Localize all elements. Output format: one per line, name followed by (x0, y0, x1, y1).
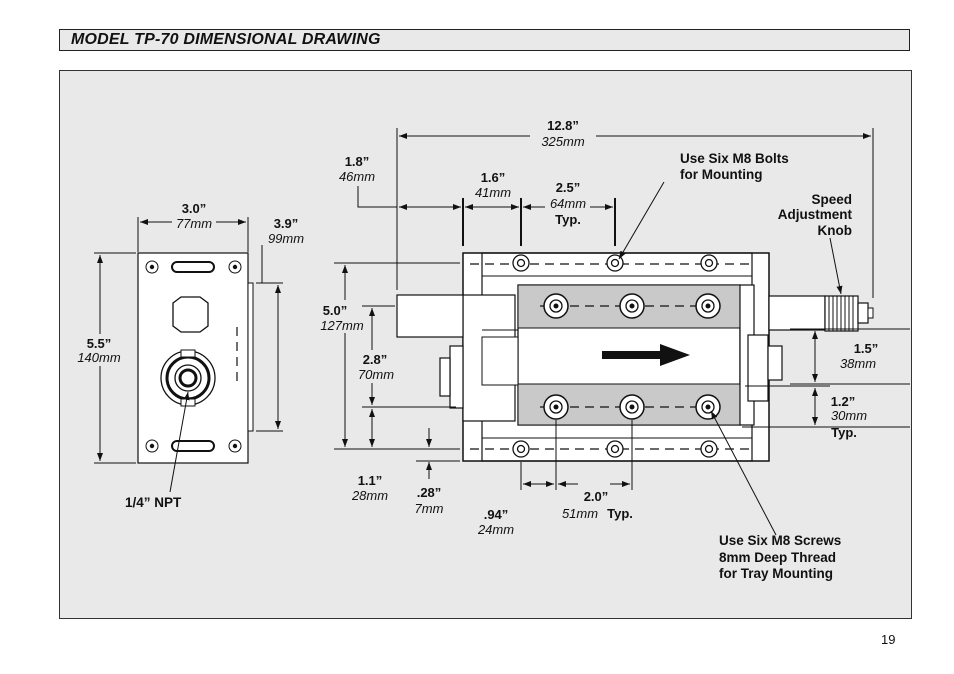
bolts-note-line-1: Use Six M8 Bolts (680, 151, 789, 166)
mount-bolt (606, 440, 624, 458)
dim-1-8-in: 1.8” (345, 154, 370, 169)
screws-note-line-3: for Tray Mounting (719, 566, 833, 581)
bolts-note-line-2: for Mounting (680, 167, 762, 182)
side-bolt-top-right (228, 260, 242, 274)
dim-3-9-in: 3.9” (274, 216, 299, 231)
dim-1-5-in: 1.5” (854, 341, 879, 356)
dim-1-2-typ: Typ. (831, 425, 857, 440)
right-shaft (768, 295, 826, 331)
tray-screw (543, 293, 569, 319)
dim-1-6-mm: 41mm (475, 185, 511, 200)
title-bar: MODEL TP-70 DIMENSIONAL DRAWING (59, 29, 910, 51)
dimension-lines (334, 128, 910, 536)
tray-screw (695, 394, 721, 420)
dim-2-0-typ: Typ. (607, 506, 633, 521)
screws-note-line-1: Use Six M8 Screws (719, 533, 841, 548)
dim-1-6-in: 1.6” (481, 170, 506, 185)
side-view (94, 217, 283, 493)
dim-1-2-mm: 30mm (831, 408, 867, 423)
speed-knob-icon (824, 295, 874, 332)
screws-note-line-2: 8mm Deep Thread (719, 550, 836, 565)
side-bolt-top-left (145, 260, 159, 274)
page-title: MODEL TP-70 DIMENSIONAL DRAWING (71, 31, 381, 48)
npt-note: 1/4” NPT (125, 495, 182, 510)
side-slot-bottom (171, 440, 215, 452)
tray-screw (695, 293, 721, 319)
dim-5-5-in: 5.5” (87, 336, 112, 351)
mount-bolt (700, 254, 718, 272)
npt-fitting-icon (160, 349, 216, 407)
knob-note-line-1: Speed (811, 192, 852, 207)
side-bolt-bottom-right (228, 439, 242, 453)
dim-0-28-mm: 7mm (415, 501, 444, 516)
dim-2-5-typ: Typ. (555, 212, 581, 227)
dim-1-5-mm: 38mm (840, 356, 876, 371)
direction-arrow-icon (602, 344, 690, 366)
dim-3-0-in: 3.0” (182, 201, 207, 216)
top-view (396, 252, 874, 462)
dim-2-8-in: 2.8” (363, 352, 388, 367)
mount-bolt (700, 440, 718, 458)
tray-screw (543, 394, 569, 420)
dim-0-94-mm: 24mm (477, 522, 514, 537)
mount-bolt (512, 254, 530, 272)
tray-screw (619, 293, 645, 319)
dim-3-0-mm: 77mm (176, 216, 212, 231)
dim-3-9-mm: 99mm (268, 231, 304, 246)
dim-1-1-in: 1.1” (358, 473, 383, 488)
dim-2-5-in: 2.5” (556, 180, 581, 195)
page-number: 19 (881, 632, 896, 647)
knob-note-line-3: Knob (818, 223, 853, 238)
dim-5-0-in: 5.0” (323, 303, 348, 318)
dim-0-94-in: .94” (484, 507, 509, 522)
dim-1-1-mm: 28mm (351, 488, 388, 503)
dim-12-8-in: 12.8” (547, 118, 579, 133)
dim-5-5-mm: 140mm (77, 350, 121, 365)
dim-2-5-mm: 64mm (550, 196, 586, 211)
dim-1-2-in: 1.2” (831, 394, 856, 409)
hex-nut-icon (172, 296, 209, 333)
mount-bolt (512, 440, 530, 458)
callout-notes: Use Six M8 Bolts for Mounting Speed Adju… (125, 151, 853, 581)
dim-1-8-mm: 46mm (339, 169, 375, 184)
left-shaft (396, 294, 464, 338)
dim-0-28-in: .28” (417, 485, 442, 500)
dim-2-8-mm: 70mm (358, 367, 394, 382)
tray-screw (619, 394, 645, 420)
side-slot-top (171, 261, 215, 273)
mount-bolt (606, 254, 624, 272)
dimension-labels: 12.8” 325mm 1.8” 46mm 1.6” 41mm 2.5” 64m… (77, 118, 878, 537)
knob-note-line-2: Adjustment (778, 207, 853, 222)
dim-2-0-mm: 51mm (562, 506, 598, 521)
dim-5-0-mm: 127mm (320, 318, 364, 333)
side-bolt-bottom-left (145, 439, 159, 453)
dim-2-0-in: 2.0” (584, 489, 609, 504)
dim-12-8-mm: 325mm (541, 134, 585, 149)
